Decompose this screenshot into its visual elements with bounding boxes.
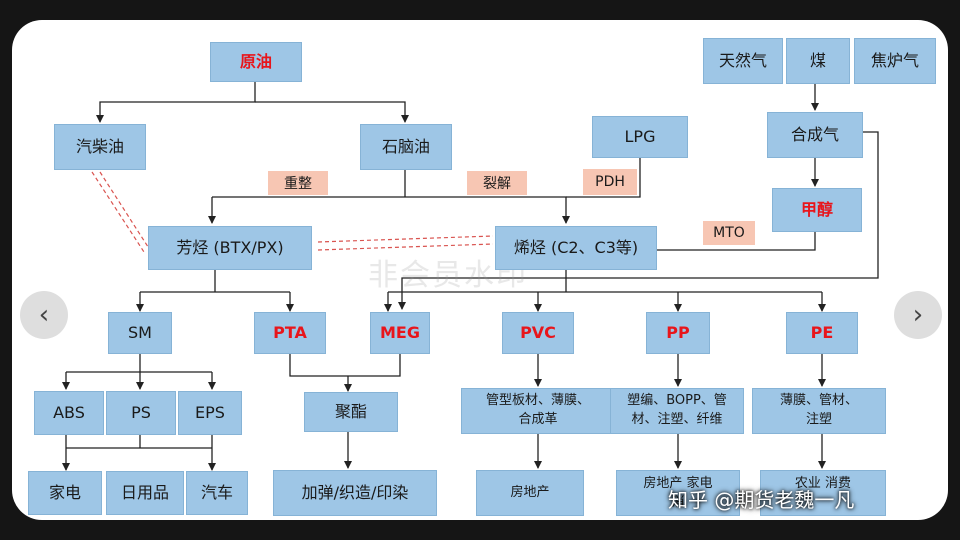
node-diesel: 汽柴油	[54, 124, 146, 170]
pvc-uses-line-1: 管型板材、薄膜、	[485, 393, 590, 409]
node-daily-goods: 日用品	[106, 471, 184, 515]
node-pe-uses: 薄膜、管材、 注塑	[752, 388, 886, 434]
node-methanol: 甲醇	[772, 188, 862, 232]
node-pe: PE	[786, 312, 858, 354]
diagram-canvas: 非会员水印 原油 汽柴油 石脑油 天然气 煤 焦炉气 合成气 LPG 甲醇 重整…	[12, 20, 948, 520]
node-crude-oil: 原油	[210, 42, 302, 82]
node-pvc: PVC	[502, 312, 574, 354]
chevron-right-icon: ›	[912, 300, 924, 330]
pp-end-line-1: 房地产 家电	[643, 476, 713, 491]
dashed-diesel-aromatics-2	[99, 171, 151, 251]
node-meg: MEG	[370, 312, 430, 354]
edge-methanol-olefins	[657, 232, 816, 251]
node-textile: 加弹/织造/印染	[273, 470, 437, 516]
pvc-uses-line-2: 合成革	[518, 412, 558, 427]
node-abs: ABS	[34, 391, 104, 435]
node-pta: PTA	[254, 312, 326, 354]
next-slide-button[interactable]: ›	[894, 291, 942, 339]
edge-crude-naphtha	[255, 101, 409, 123]
pe-end-line-1: 农业 消费	[794, 476, 852, 491]
tag-pdh: PDH	[583, 169, 637, 195]
node-ps: PS	[106, 391, 176, 435]
node-auto: 汽车	[186, 471, 248, 515]
node-coke-oven-gas: 焦炉气	[854, 38, 936, 84]
pp-uses-line-1: 塑编、BOPP、管	[627, 393, 727, 409]
node-natural-gas: 天然气	[703, 38, 783, 84]
edge-crude-split	[96, 82, 256, 123]
tag-cracking: 裂解	[467, 171, 527, 195]
edge-naphtha-aromatics	[212, 196, 570, 224]
node-polyester: 聚酯	[304, 392, 398, 432]
node-sm: SM	[108, 312, 172, 354]
node-aromatics: 芳烃 (BTX/PX)	[148, 226, 312, 270]
node-appliance: 家电	[28, 471, 102, 515]
node-lpg: LPG	[592, 116, 688, 158]
dashed-aromatics-olefins-2	[317, 243, 494, 251]
pe-uses-line-1: 薄膜、管材、	[779, 393, 858, 409]
edge-pta-meg-polyester	[289, 354, 401, 377]
node-olefins: 烯烃 (C2、C3等)	[495, 226, 657, 270]
node-pvc-uses: 管型板材、薄膜、 合成革	[461, 388, 615, 434]
node-real-estate: 房地产	[476, 470, 584, 516]
node-coal: 煤	[786, 38, 850, 84]
tag-mto: MTO	[703, 221, 755, 245]
node-naphtha: 石脑油	[360, 124, 452, 170]
connector-lines	[62, 82, 879, 471]
pp-uses-line-2: 材、注塑、纤维	[631, 412, 723, 427]
zhihu-credit: 知乎 @期货老魏一凡	[668, 488, 855, 512]
prev-slide-button[interactable]: ‹	[20, 291, 68, 339]
node-eps: EPS	[178, 391, 242, 435]
node-pp: PP	[646, 312, 710, 354]
dashed-aromatics-olefins-1	[317, 235, 494, 243]
node-pe-end-uses: 农业 消费	[760, 470, 886, 516]
node-pp-uses: 塑编、BOPP、管 材、注塑、纤维	[610, 388, 744, 434]
pe-uses-line-2: 注塑	[805, 412, 832, 427]
node-syngas: 合成气	[767, 112, 863, 158]
dashed-diesel-aromatics-1	[91, 171, 145, 253]
edge-lpg-olefins	[566, 158, 641, 198]
edge-syngas-meg	[398, 131, 879, 310]
tag-reforming: 重整	[268, 171, 328, 195]
chevron-left-icon: ‹	[38, 300, 50, 330]
node-pp-end-uses: 房地产 家电 消	[616, 470, 740, 516]
pp-end-line-2: 消	[671, 494, 685, 510]
